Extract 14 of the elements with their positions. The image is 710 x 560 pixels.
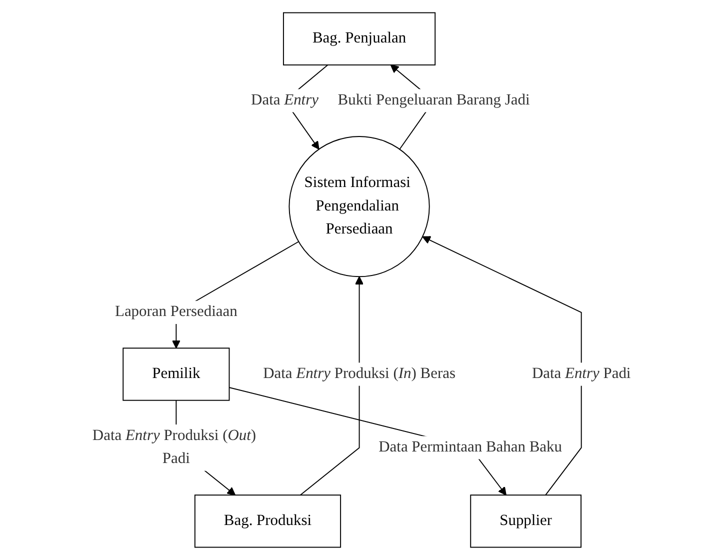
edge-label: Data Permintaan Bahan Baku [378, 439, 562, 456]
edge-label: Data Entry [250, 92, 318, 108]
node-box: Supplier [470, 494, 582, 548]
edge-label: Laporan Persediaan [114, 304, 238, 320]
node-box: Bag. Produksi [194, 494, 341, 548]
node-circle: Sistem Informasi Pengendalian Persediaan [288, 136, 430, 278]
node-box: Pemilik [122, 348, 230, 401]
edge-label: Data Entry Produksi (In) Beras [262, 366, 456, 382]
edge-label: Bukti Pengeluaran Barang Jadi [338, 92, 530, 108]
edge-label: Data Entry Padi [532, 366, 631, 382]
node-box: Bag. Penjualan [282, 12, 436, 66]
arrow [422, 236, 582, 496]
arrow [300, 276, 364, 496]
edge-label: Data Entry Produksi (Out) Padi [92, 427, 256, 468]
